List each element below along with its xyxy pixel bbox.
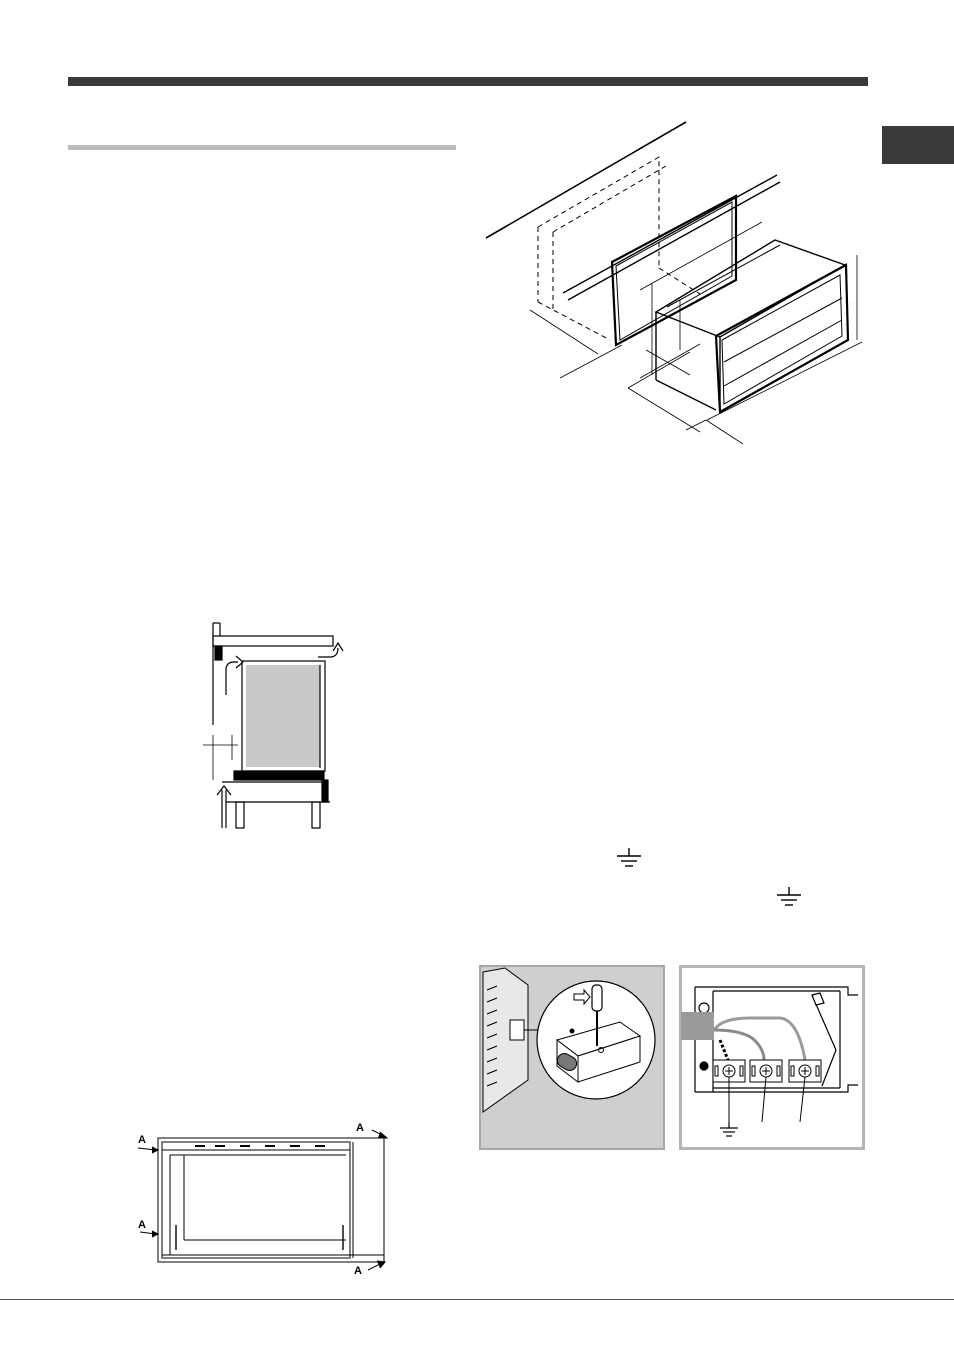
ventilation-side-section-diagram — [195, 620, 355, 835]
header-bar — [68, 77, 868, 86]
label-a-top-left: A — [138, 1135, 146, 1146]
terminal-box-screwdriver-icon — [479, 965, 665, 1150]
section-rule — [68, 145, 456, 150]
ground-symbol-icon — [775, 887, 803, 909]
footer-rule — [0, 1299, 954, 1300]
label-a-top-right: A — [356, 1123, 364, 1134]
label-a-bottom-right: A — [354, 1266, 362, 1277]
language-side-tab[interactable] — [882, 126, 954, 164]
terminal-block-wiring-icon — [679, 965, 865, 1150]
oven-cabinet-installation-diagram — [470, 115, 870, 455]
ground-symbol-icon — [615, 848, 643, 870]
label-a-bottom-left: A — [138, 1220, 146, 1231]
